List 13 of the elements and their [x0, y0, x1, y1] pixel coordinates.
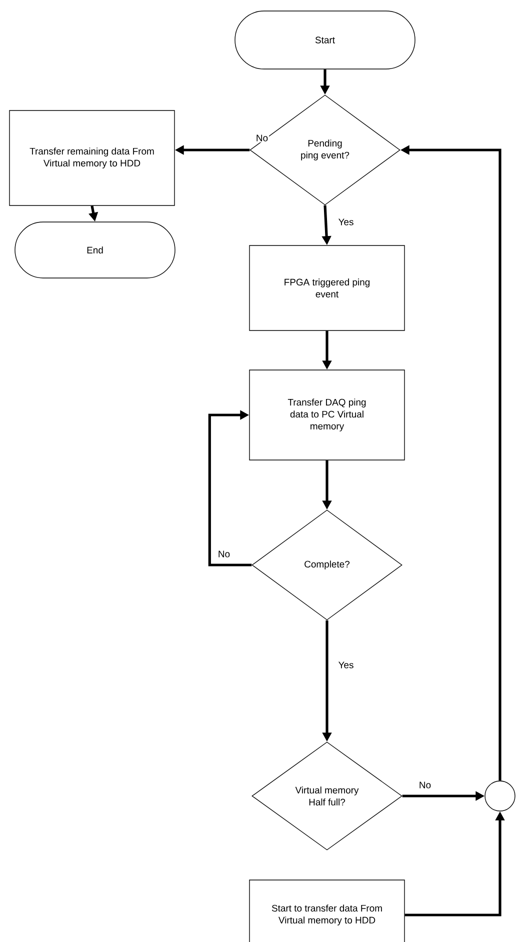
process-box: Start to transfer data From Virtual memory to HDD [249, 880, 405, 942]
edge-label: Yes [337, 218, 355, 226]
terminal-box: Start [234, 10, 416, 70]
arrow [208, 410, 252, 566]
edge-label: No [216, 550, 232, 558]
process-box: Transfer remaining data From Virtual memory to HDD [9, 110, 175, 206]
process-box: FPGA triggered ping event [249, 245, 405, 331]
edge-label: No [418, 780, 432, 790]
edge-label: Yes [337, 660, 355, 670]
process-box: Transfer DAQ ping data to PC Virtual memory [249, 370, 405, 460]
connector-circle [484, 780, 516, 812]
terminal-box: End [14, 222, 176, 278]
edge-label: No [254, 134, 270, 142]
